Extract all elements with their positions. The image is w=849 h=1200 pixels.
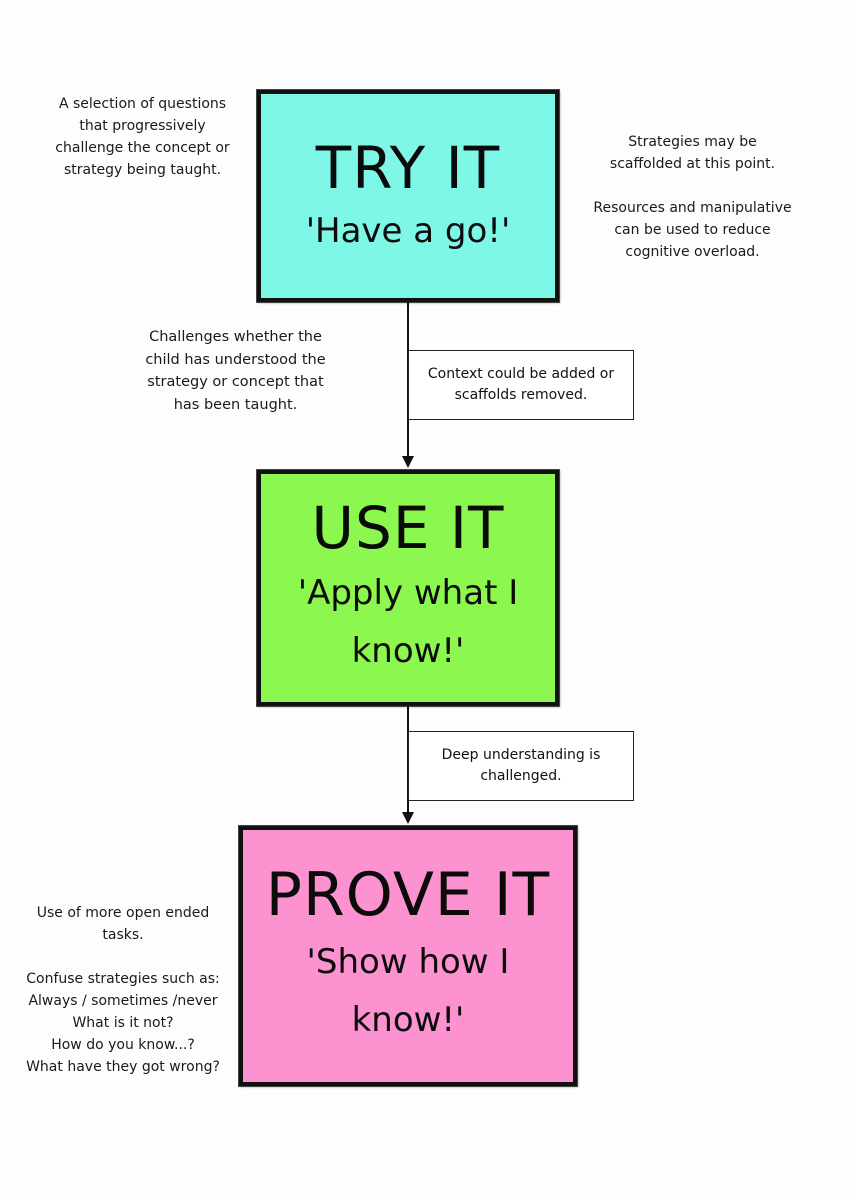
- prove-it-subtitle: 'Show how I know!': [306, 942, 510, 1040]
- use-it-box: USE IT 'Apply what I know!': [257, 470, 559, 706]
- use-it-title: USE IT: [311, 494, 505, 562]
- prove-it-left-note: Use of more open ended tasks. Confuse st…: [26, 905, 220, 1075]
- use-it-left-note: Challenges whether the child has underst…: [145, 329, 326, 413]
- try-it-title: TRY IT: [315, 134, 501, 202]
- try-it-right-note: Strategies may be scaffolded at this poi…: [593, 134, 792, 260]
- prove-it-box: PROVE IT 'Show how I know!': [239, 826, 577, 1086]
- callout-deep-understanding: Deep understanding is challenged.: [408, 731, 634, 801]
- try-it-left-note: A selection of questions that progressiv…: [55, 96, 230, 178]
- try-it-box: TRY IT 'Have a go!': [257, 90, 559, 302]
- arrow-down-icon: [402, 812, 414, 824]
- prove-it-title: PROVE IT: [265, 860, 551, 930]
- arrow-down-icon: [402, 456, 414, 468]
- try-it-subtitle: 'Have a go!': [305, 211, 511, 251]
- callout-context: Context could be added or scaffolds remo…: [408, 350, 634, 420]
- use-it-subtitle: 'Apply what I know!': [297, 573, 519, 671]
